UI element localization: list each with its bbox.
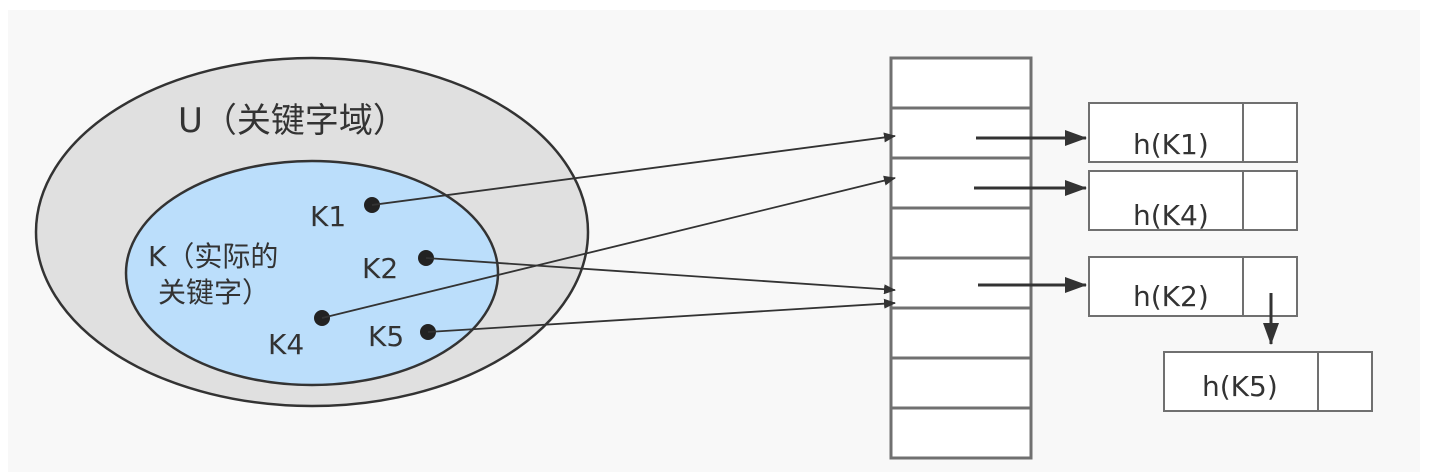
- arrow-k2-to-slot: [425, 257, 896, 295]
- hash-slot-3: [889, 206, 1033, 260]
- universe-label: U（关键字域）: [178, 101, 407, 141]
- arrow-k5-to-slot: [427, 298, 896, 333]
- hash-slot-5: [889, 306, 1033, 360]
- key-k5-label: K5: [368, 320, 404, 353]
- hash-slot-2: [889, 156, 1033, 210]
- chain-node-hk4-label: h(K4): [1133, 199, 1209, 232]
- hash-slot-6: [889, 356, 1033, 410]
- hash-slot-7: [889, 406, 1033, 460]
- chain-node-hk5-label: h(K5): [1202, 370, 1278, 403]
- chain-node-hk5: h(K5): [1163, 351, 1373, 412]
- chain-node-hk1: h(K1): [1088, 102, 1298, 163]
- actual-keys-label-line1: K（实际的: [148, 240, 278, 273]
- hash-slot-1: [889, 106, 1033, 160]
- key-k2-label: K2: [362, 252, 398, 285]
- chain-node-hk4: h(K4): [1088, 170, 1298, 232]
- chain-node-hk2-label: h(K2): [1133, 280, 1209, 313]
- key-k1-label: K1: [310, 200, 346, 233]
- chain-node-hk2: h(K2): [1088, 256, 1298, 317]
- hash-table: [889, 56, 1033, 460]
- actual-keys-ellipse: [124, 159, 500, 387]
- key-k4-label: K4: [268, 328, 304, 361]
- chain-node-hk1-label: h(K1): [1133, 128, 1209, 161]
- hash-slot-4: [889, 256, 1033, 310]
- hash-slot-0: [889, 56, 1033, 110]
- arrow-k1-to-slot: [371, 132, 896, 206]
- actual-keys-label-line2: 关键字）: [158, 276, 270, 309]
- arrow-k4-to-slot: [321, 175, 896, 319]
